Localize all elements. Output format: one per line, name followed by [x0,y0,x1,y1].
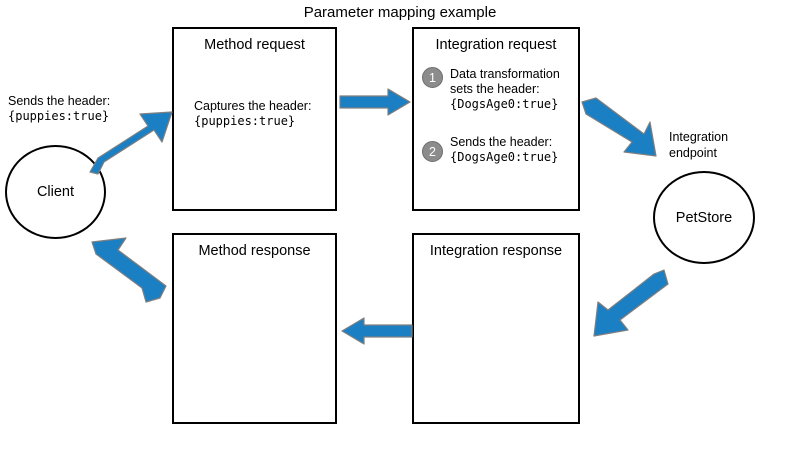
step-1-line3: {DogsAge0:true} [450,97,559,111]
client-caption: Sends the header: {puppies:true} [8,94,110,124]
step-badge-2-number: 2 [429,144,436,159]
petstore-label: PetStore [675,209,733,226]
client-label: Client [36,184,75,200]
box-method-response[interactable]: Method response [172,233,337,424]
arrow-integration-response-to-method-response [341,317,413,345]
endpoint-caption: Integration endpoint [669,129,728,161]
arrow-method-request-to-integration-request [339,88,411,116]
step-2-text: Sends the header: {DogsAge0:true} [450,135,558,165]
box-integration-request[interactable]: Integration request 1 Data transformatio… [412,27,580,211]
step-badge-1: 1 [422,67,443,88]
step-badge-2: 2 [422,141,443,162]
step-badge-1-number: 1 [429,70,436,85]
page-title: Parameter mapping example [303,4,497,21]
endpoint-caption-line2: endpoint [669,146,717,160]
step-2-line1: Sends the header: [450,135,553,149]
endpoint-caption-line1: Integration [669,130,729,144]
step-1-text: Data transformation sets the header: {Do… [450,67,560,112]
client-caption-line2: {puppies:true} [8,109,110,123]
integration-response-title: Integration response [429,243,563,259]
node-petstore[interactable]: PetStore [653,171,755,264]
arrow-endpoint-to-integration-response [593,269,669,337]
method-request-body-line1: Captures the header: [194,99,312,113]
box-integration-response[interactable]: Integration response [412,233,580,424]
step-1-line2: sets the header: [450,82,540,96]
arrow-client-to-method-request [89,111,173,175]
method-request-body: Captures the header: {puppies:true} [194,99,311,129]
node-client[interactable]: Client [5,145,106,239]
arrow-integration-request-to-endpoint [581,97,657,157]
method-request-title: Method request [204,37,305,53]
box-method-request[interactable]: Method request Captures the header: {pup… [172,27,337,211]
arrow-method-response-to-client [91,237,167,303]
integration-request-title: Integration request [435,37,557,53]
method-request-body-line2: {puppies:true} [194,114,296,128]
step-2-line2: {DogsAge0:true} [450,150,559,164]
method-response-title: Method response [198,243,311,259]
client-caption-line1: Sends the header: [8,94,111,108]
step-1-line1: Data transformation [450,67,560,81]
